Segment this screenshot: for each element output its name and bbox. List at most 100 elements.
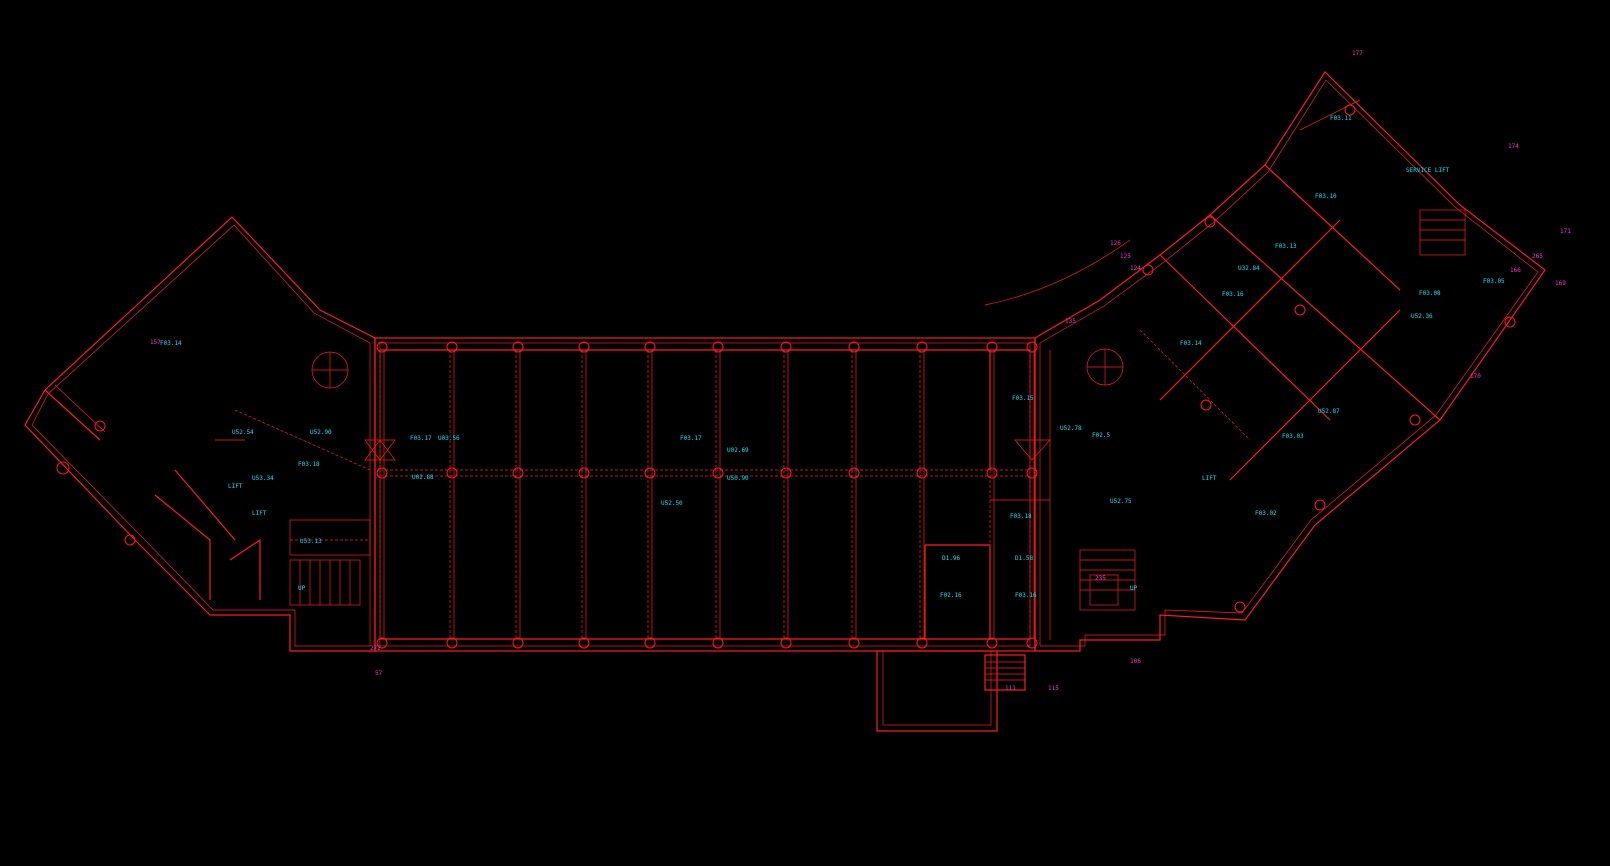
- room-code: U53.34: [252, 475, 274, 482]
- structural-column: [916, 467, 928, 479]
- structural-column: [446, 467, 458, 479]
- room-code: F03.16: [1222, 291, 1244, 298]
- lift-label: LIFT: [1202, 475, 1217, 482]
- room-code: F03.18: [1010, 513, 1032, 520]
- service-lift-label: SERVICE LIFT: [1406, 167, 1450, 174]
- room-code: U52.50: [661, 500, 683, 507]
- structural-column: [986, 467, 998, 479]
- room-code: F03.11: [1330, 115, 1352, 122]
- right-wing: [984, 71, 1546, 652]
- room-code: F03.14: [160, 340, 182, 347]
- room-code: U02.88: [412, 474, 434, 481]
- room-code: U52.54: [232, 429, 254, 436]
- structural-column: [848, 341, 860, 353]
- structural-column: [848, 637, 860, 649]
- structural-column: [780, 341, 792, 353]
- room-labels: F03.17 U03.56 F03.17 U02.69 U50.90 U52.5…: [160, 115, 1505, 599]
- marker-tag: 235: [1095, 575, 1106, 582]
- room-code: F03.03: [1282, 433, 1304, 440]
- structural-column: [578, 637, 590, 649]
- structural-column: [712, 341, 724, 353]
- structural-column: [780, 637, 792, 649]
- room-code: U52.75: [1110, 498, 1132, 505]
- structural-column: [644, 637, 656, 649]
- lift-label: LIFT: [228, 483, 243, 490]
- structural-column: [916, 341, 928, 353]
- marker-tag: 166: [1510, 267, 1521, 274]
- room-code: U52.36: [1411, 313, 1433, 320]
- marker-tag: 157: [150, 339, 161, 346]
- structural-column: [1026, 467, 1038, 479]
- structural-column: [1026, 341, 1038, 353]
- marker-tag: 124: [1130, 265, 1141, 272]
- marker-tag: 177: [1352, 50, 1363, 57]
- room-code: F02.5: [1092, 432, 1110, 439]
- structural-column: [848, 467, 860, 479]
- structural-column: [712, 467, 724, 479]
- structural-column: [1026, 637, 1038, 649]
- left-wing: [24, 216, 396, 652]
- marker-tag: 265: [1532, 253, 1543, 260]
- room-code: F03.18: [298, 461, 320, 468]
- room-area: U03.56: [438, 435, 460, 442]
- room-code: F03.10: [1315, 193, 1337, 200]
- structural-column: [578, 341, 590, 353]
- marker-tag: 106: [1130, 658, 1141, 665]
- center-right-rooms: [924, 350, 1051, 640]
- structural-column: [780, 467, 792, 479]
- stair-up-label: UP: [1130, 585, 1138, 592]
- entrance-porch: [876, 650, 1026, 732]
- room-code: F03.13: [1275, 243, 1297, 250]
- structural-column: [446, 341, 458, 353]
- marker-tag: 115: [1048, 685, 1059, 692]
- structural-column: [512, 637, 524, 649]
- room-code: U32.84: [1238, 265, 1260, 272]
- marker-tag: 170: [1470, 373, 1481, 380]
- room-code: F03.02: [1255, 510, 1277, 517]
- structural-column: [986, 637, 998, 649]
- marker-tag: 126: [1110, 240, 1121, 247]
- room-code: F03.05: [1483, 278, 1505, 285]
- lift-label: LIFT: [252, 510, 267, 517]
- stair-up-label: UP: [298, 585, 306, 592]
- structural-column: [446, 637, 458, 649]
- room-code: U52.90: [310, 429, 332, 436]
- marker-tag: 171: [1560, 228, 1571, 235]
- marker-tag: 125: [1120, 253, 1131, 260]
- marker-tag: 135: [1065, 318, 1076, 325]
- room-code: F03.16: [1015, 592, 1037, 599]
- structural-column: [512, 341, 524, 353]
- marker-tags: 2721151111065717117417712412512613515716…: [150, 50, 1571, 692]
- room-code: U52.87: [1318, 408, 1340, 415]
- room-code: U50.90: [727, 475, 749, 482]
- structural-column: [512, 467, 524, 479]
- room-code: F03.15: [1012, 395, 1034, 402]
- room-code: F03.14: [1180, 340, 1202, 347]
- structural-column: [986, 341, 998, 353]
- marker-tag: 57: [375, 670, 383, 677]
- structural-column: [644, 341, 656, 353]
- room-code: U53.13: [300, 538, 322, 545]
- room-area: D1.58: [1015, 555, 1033, 562]
- room-code: F02.16: [940, 592, 962, 599]
- central-grid: [379, 350, 1035, 639]
- central-block: [374, 337, 1036, 652]
- structural-column: [376, 637, 388, 649]
- room-area: U02.69: [727, 447, 749, 454]
- structural-column: [644, 467, 656, 479]
- room-code: F03.08: [1419, 290, 1441, 297]
- structural-column: [916, 637, 928, 649]
- room-code: U52.78: [1060, 425, 1082, 432]
- marker-tag: 169: [1555, 280, 1566, 287]
- structural-column: [578, 467, 590, 479]
- marker-tag: 111: [1005, 685, 1016, 692]
- central-columns: [376, 341, 1038, 649]
- structural-column: [376, 341, 388, 353]
- marker-tag: 174: [1508, 143, 1519, 150]
- room-area: D1.96: [942, 555, 960, 562]
- structural-column: [376, 467, 388, 479]
- structural-column: [712, 637, 724, 649]
- room-code: F03.17: [680, 435, 702, 442]
- room-code: F03.17: [410, 435, 432, 442]
